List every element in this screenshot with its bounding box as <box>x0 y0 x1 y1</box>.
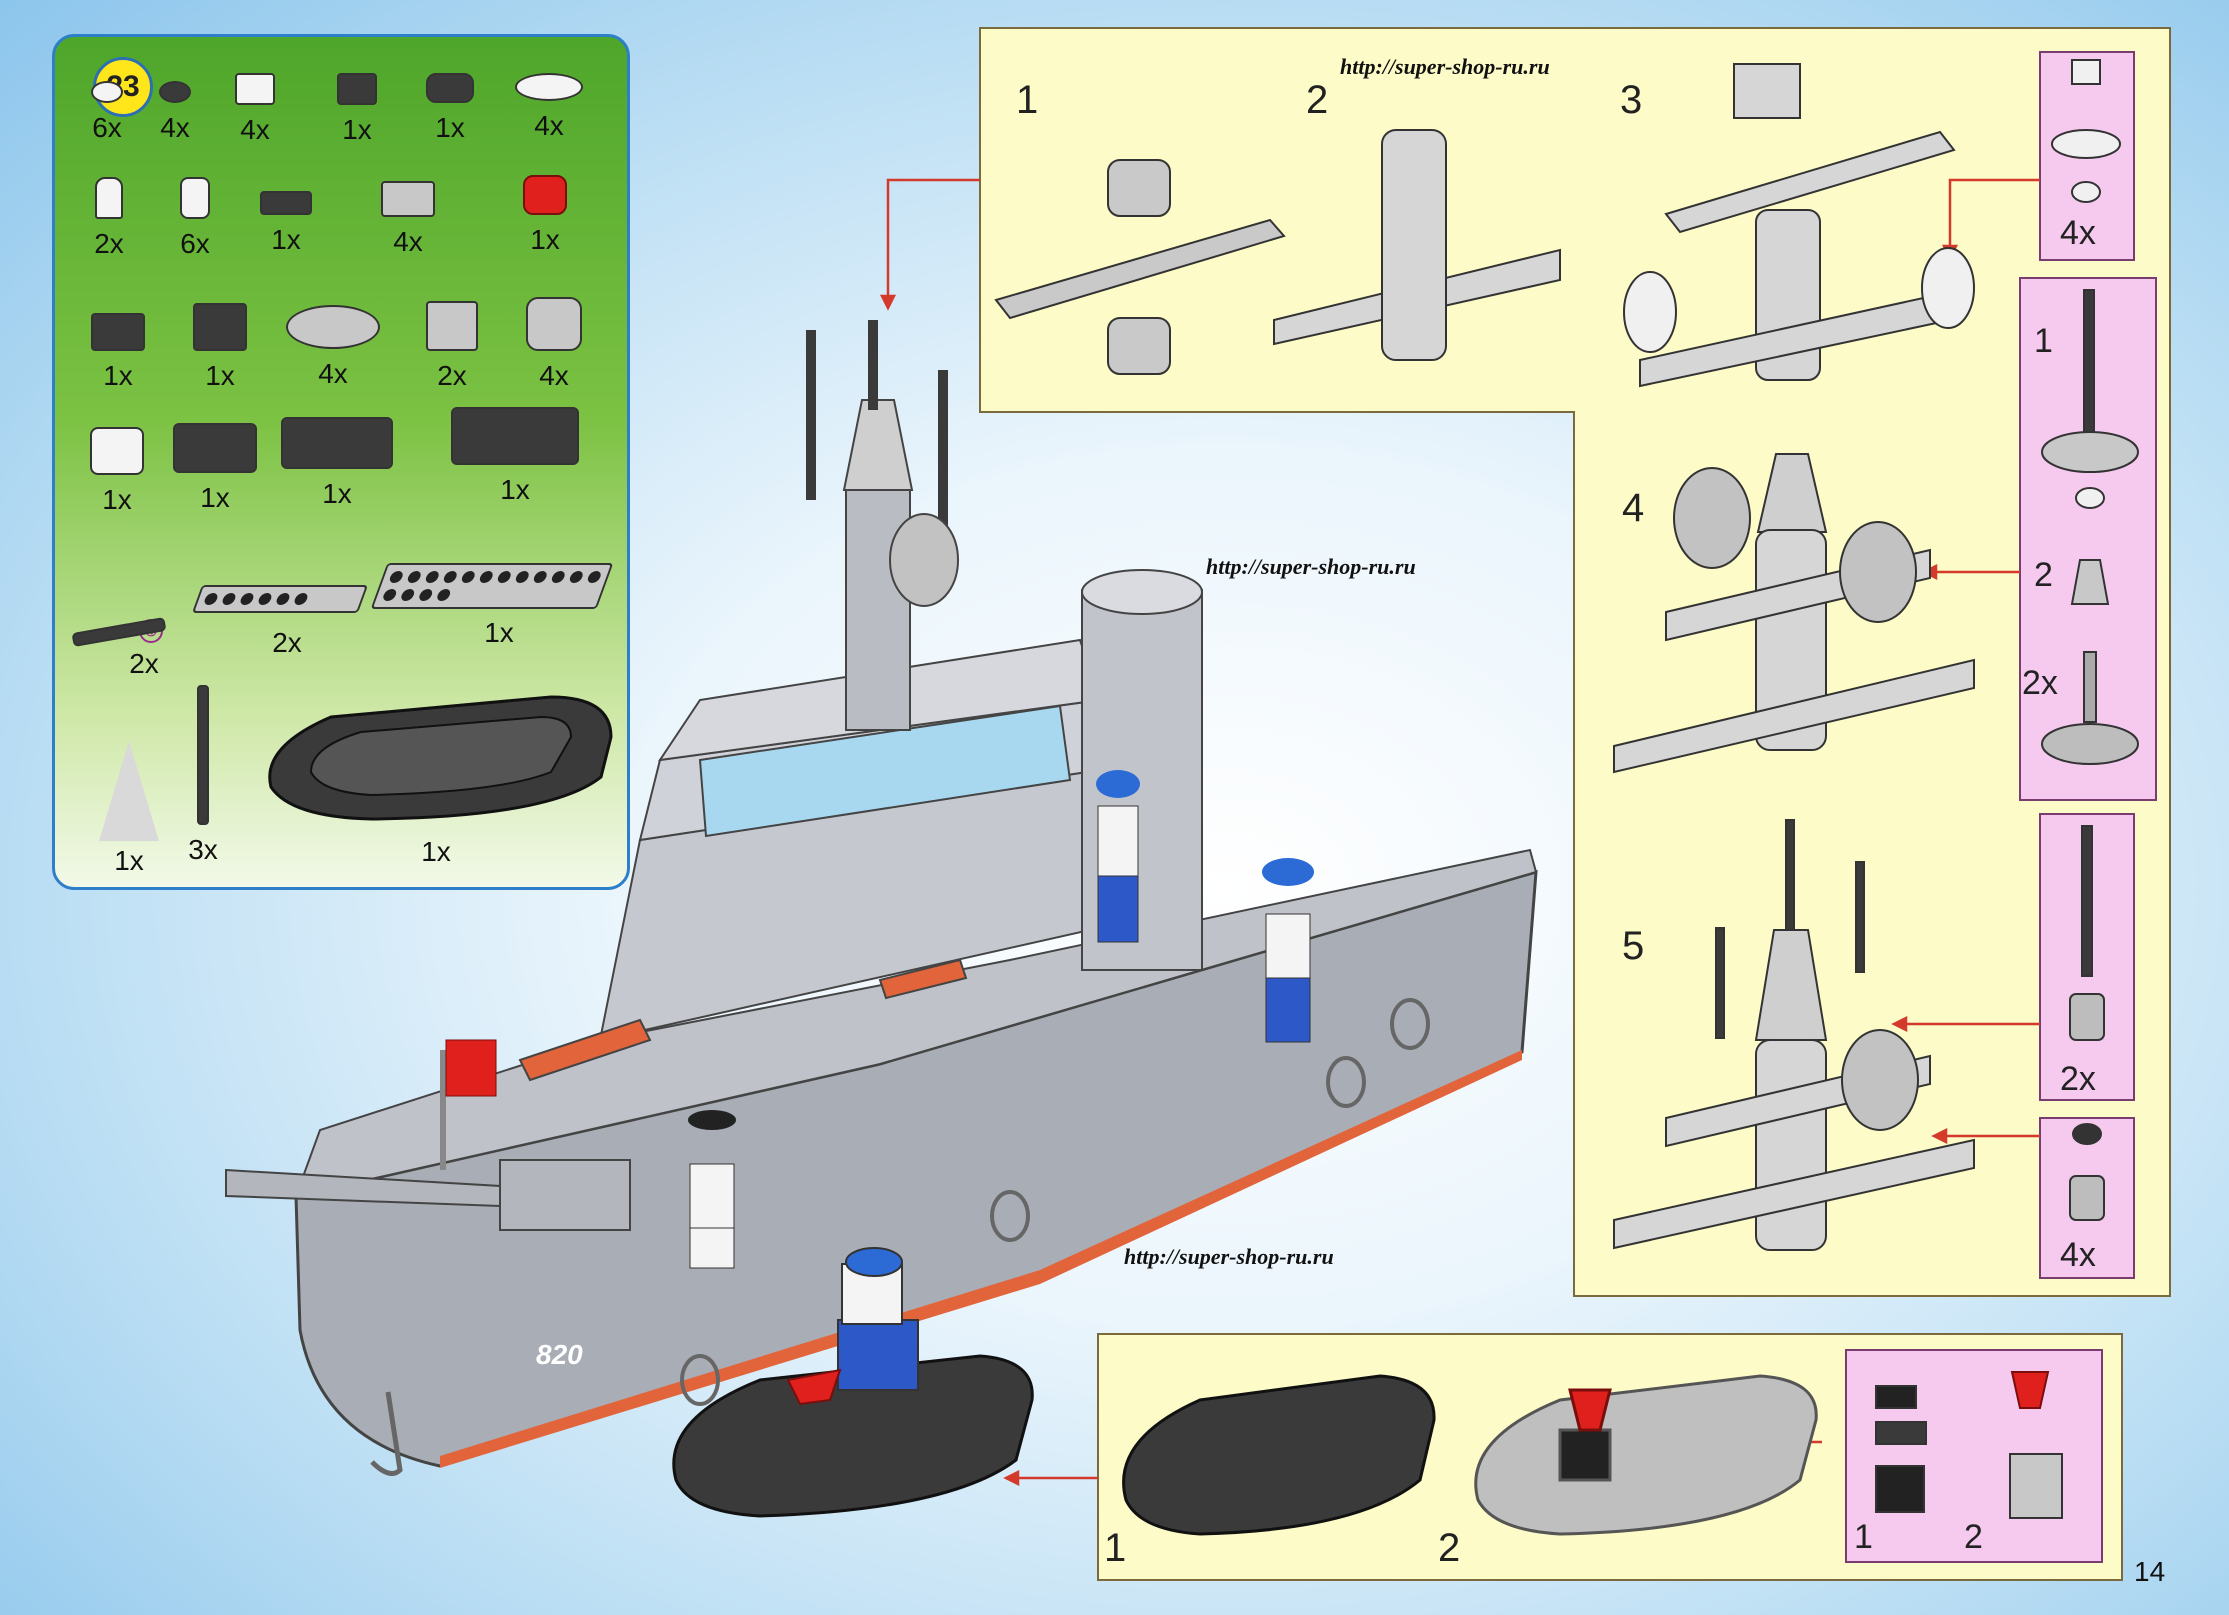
parts-list-panel: 23 6x 4x 4x 1x 1x 4x 2x 6x 1x 4x <box>52 34 630 890</box>
step5-assembly <box>1613 819 1975 1251</box>
part-dark-hinge: 1x <box>83 313 153 392</box>
part-quantity: 2x <box>437 360 467 391</box>
part-quantity: 2x <box>272 627 302 658</box>
part-quantity: 1x <box>500 474 530 505</box>
step-label-3: 3 <box>1620 78 1643 122</box>
part-quantity: 2x <box>94 228 124 259</box>
part-binoculars: 1x <box>415 73 485 144</box>
part-quantity: 1x <box>484 617 514 648</box>
part-quantity: 6x <box>180 228 210 259</box>
part-quantity: 1x <box>271 224 301 255</box>
sailor-figure-bridge <box>1096 770 1140 943</box>
part-quantity: 4x <box>318 358 348 389</box>
part-dark-seat: 1x <box>185 303 255 392</box>
boat-step-label-1: 1 <box>1104 1526 1127 1570</box>
part-quantity: 1x <box>322 478 352 509</box>
officer-figure <box>688 1110 736 1269</box>
part-quantity: 1x <box>421 836 451 867</box>
part-clip-plate: 4x <box>225 73 285 146</box>
step-label-2: 2 <box>1306 78 1329 122</box>
watermark-url: http://super-shop-ru.ru <box>1206 554 1416 579</box>
page-number: 14 <box>2134 1556 2166 1587</box>
pink-right-quantity: 2x <box>2022 664 2058 702</box>
inflatable-boat-drawing <box>268 695 613 821</box>
step1-assembly <box>994 159 1286 375</box>
pink-top-quantity: 4x <box>2060 214 2096 252</box>
step-label-5: 5 <box>1622 924 1645 968</box>
watermark-url: http://super-shop-ru.ru <box>1340 54 1550 79</box>
inflatable-boat-with-sailor <box>672 1247 1034 1518</box>
part-sniper-rifle: 1x <box>445 407 585 506</box>
part-round-tile: 6x <box>79 81 135 144</box>
part-quantity: 2x <box>129 648 159 679</box>
part-submachine-gun: 1x <box>165 423 265 514</box>
part-quantity: 4x <box>240 114 270 145</box>
part-technic-brick: 2x <box>417 301 487 392</box>
part-plate-1x6: 2x <box>191 585 377 659</box>
warship-model: 820 <box>225 320 1538 1477</box>
part-quantity: 1x <box>205 360 235 391</box>
step-label-4: 4 <box>1622 486 1645 530</box>
boat-pink-step-1: 1 <box>1854 1518 1873 1556</box>
part-quantity: 1x <box>342 114 372 145</box>
part-quantity: 1x <box>530 224 560 255</box>
boat-step1-drawing <box>1122 1374 1436 1536</box>
boat-step-label-2: 2 <box>1438 1526 1461 1570</box>
pink-top-parts <box>2051 59 2121 203</box>
pink-mid-quantity: 2x <box>2060 1060 2096 1098</box>
part-dark-tile: 1x <box>251 191 321 256</box>
pink-right-step-1: 1 <box>2034 322 2053 360</box>
part-quantity: 6x <box>92 112 122 143</box>
part-assault-rifle: 1x <box>277 417 397 510</box>
part-cone: 2x <box>81 177 137 260</box>
part-inflatable-boat: 1x <box>251 677 621 868</box>
boat-pink-step-2: 2 <box>1964 1518 1983 1556</box>
part-dark-round-tile: 4x <box>147 81 203 144</box>
part-quantity: 1x <box>102 484 132 515</box>
part-quantity: 4x <box>160 112 190 143</box>
part-bracket: 4x <box>373 181 443 258</box>
part-round-plate-large: 4x <box>283 305 383 390</box>
part-round-brick: 6x <box>167 177 223 260</box>
hull-number: 820 <box>536 1339 583 1370</box>
pink-low-quantity: 4x <box>2060 1236 2096 1274</box>
boat-pink-parts <box>1875 1371 2063 1519</box>
part-quantity: 4x <box>539 360 569 391</box>
part-pistol-white: 1x <box>77 427 157 516</box>
part-quantity: 4x <box>534 110 564 141</box>
part-radar-dish-small: 4x <box>509 73 589 142</box>
pink-antenna-parts <box>2069 825 2105 1221</box>
pink-right-parts <box>2041 289 2139 765</box>
sailor-figure-deck <box>1262 858 1314 1043</box>
step2-assembly <box>1273 129 1561 361</box>
part-quantity: 1x <box>435 112 465 143</box>
part-red-helm: 1x <box>515 175 575 256</box>
step3-assembly <box>1623 63 1975 388</box>
step-label-1: 1 <box>1016 78 1039 122</box>
part-quantity: 4x <box>393 226 423 257</box>
pink-right-step-2: 2 <box>2034 556 2053 594</box>
part-dark-clip-plate: 1x <box>327 73 387 146</box>
part-large-cone: 1x <box>89 741 169 877</box>
part-round-brick-2x2: 4x <box>519 297 589 392</box>
part-bar-4: 2x <box>69 616 169 680</box>
part-antenna: 3x <box>173 685 233 866</box>
boat-step2-drawing <box>1474 1374 1818 1536</box>
part-quantity: 1x <box>114 845 144 876</box>
watermark-url: http://super-shop-ru.ru <box>1124 1244 1334 1269</box>
step4-assembly <box>1613 453 1975 774</box>
part-quantity: 1x <box>200 482 230 513</box>
part-quantity: 1x <box>103 360 133 391</box>
part-plate-2x8: 1x <box>370 563 619 649</box>
part-quantity: 3x <box>188 834 218 865</box>
